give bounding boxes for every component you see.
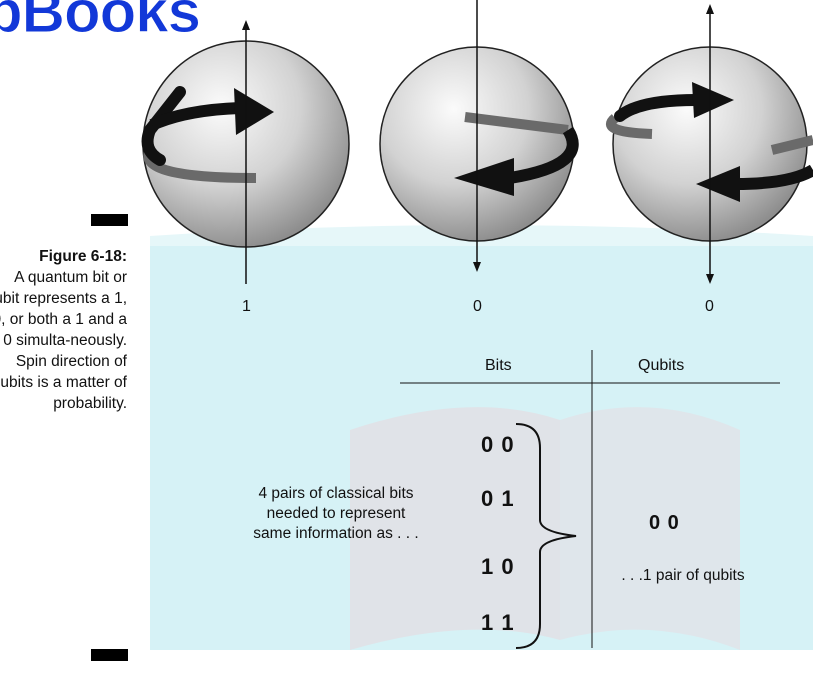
figure-caption-text: A quantum bit or qubit represents a 1, a…	[0, 269, 127, 412]
sphere-3-label: 0	[705, 298, 714, 316]
figure-caption: Figure 6-18: A quantum bit or qubit repr…	[0, 246, 127, 414]
sphere-2-label: 0	[473, 298, 482, 316]
bit-pair-2: 0 1	[481, 486, 515, 512]
caption-top-rule	[91, 214, 128, 226]
bits-header: Bits	[485, 357, 512, 375]
caption-bottom-rule	[91, 649, 128, 661]
sphere-1-label: 1	[242, 298, 251, 316]
left-note: 4 pairs of classical bits needed to repr…	[246, 484, 426, 544]
bit-pair-1: 0 0	[481, 432, 515, 458]
qubit-pair: 0 0	[649, 512, 680, 535]
figure-number: Figure 6-18:	[0, 246, 127, 267]
watermark-logo: pBooks	[0, 0, 200, 42]
bit-pair-3: 1 0	[481, 554, 515, 580]
qubits-header: Qubits	[638, 357, 684, 375]
bit-pair-4: 1 1	[481, 610, 515, 636]
right-note: . . .1 pair of qubits	[598, 566, 768, 586]
